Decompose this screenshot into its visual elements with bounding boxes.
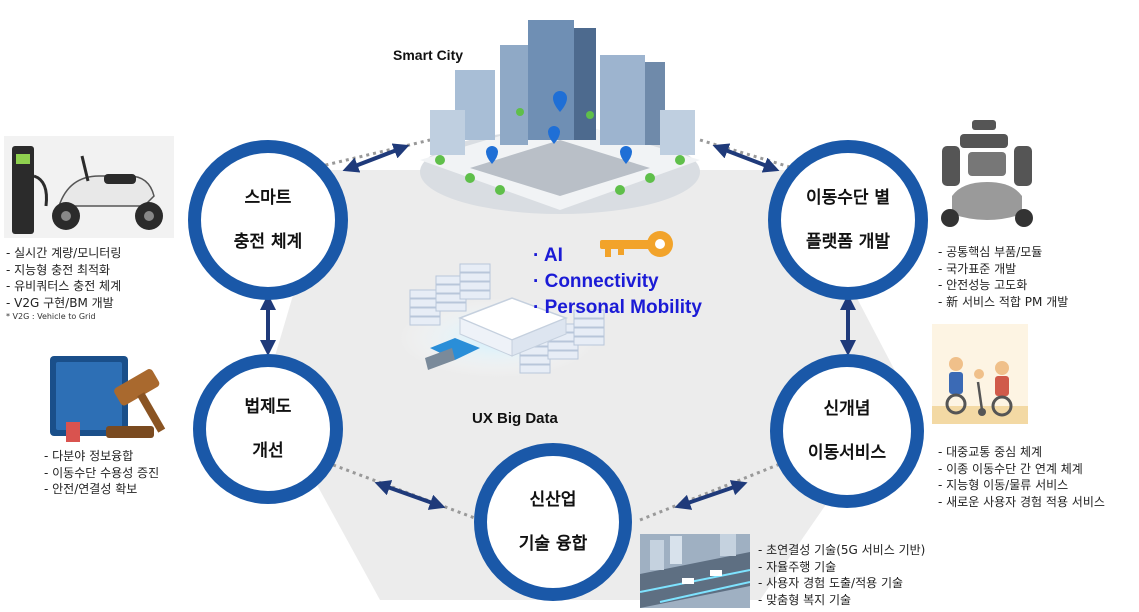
arrow-charging-city (342, 143, 410, 173)
list-item: - 대중교통 중심 체계 (938, 445, 1043, 459)
platform-list: - 공통핵심 부품/모듈 - 국가표준 개발 - 안전성능 고도화 - 新 서비… (938, 244, 1068, 310)
new-mobility-list: - 대중교통 중심 체계 - 이종 이동수단 간 연계 체계 - 지능형 이동/… (938, 444, 1105, 510)
ux-big-data-label: UX Big Data (472, 410, 558, 427)
arrow-legal-convergence (374, 480, 446, 510)
list-item: - 안전/연결성 확보 (44, 482, 138, 496)
center-item-connectivity: · Connectivity (533, 271, 659, 292)
legal-list: - 다분야 정보융합 - 이동수단 수용성 증진 - 안전/연결성 확보 (44, 448, 159, 498)
core-technology-list: · AI · Connectivity · Personal Mobility (533, 243, 702, 321)
key-icon (600, 231, 673, 257)
list-item: - 자율주행 기술 (758, 559, 837, 574)
center-item-personal-mobility: · Personal Mobility (533, 297, 702, 318)
convergence-list: - 초연결성 기술(5G 서비스 기반) - 자율주행 기술 - 사용자 경험 … (758, 542, 925, 608)
node-new-mobility: 신개념 이동서비스 (770, 354, 924, 508)
car-parts-image (932, 116, 1042, 234)
list-item: - 사용자 경험 도출/적용 기술 (758, 576, 904, 590)
smart-city-illustration (420, 20, 700, 214)
ux-big-data-illustration (398, 263, 605, 378)
smart-city-label: Smart City (393, 47, 464, 63)
node-platform: 이동수단 별 플랫폼 개발 (768, 140, 928, 300)
list-item: - 국가표준 개발 (938, 261, 1017, 276)
node-smart-charging: 스마트 충전 체계 (188, 140, 348, 300)
list-item: - 이종 이동수단 간 연계 체계 (938, 461, 1083, 476)
list-item: - 新 서비스 적합 PM 개발 (938, 294, 1069, 309)
list-item: - 새로운 사용자 경험 적용 서비스 (938, 494, 1105, 509)
list-item: - 초연결성 기술(5G 서비스 기반) (758, 543, 926, 557)
arrow-city-platform (712, 143, 780, 173)
list-item: - 다분야 정보융합 (44, 449, 134, 463)
list-item: - 실시간 계량/모니터링 (6, 246, 122, 260)
list-item: - 맞춤형 복지 기술 (758, 592, 852, 607)
list-item: - 이동수단 수용성 증진 (44, 465, 160, 480)
list-item: - 공통핵심 부품/모듈 (938, 245, 1043, 259)
ev-charger-scooter-image (4, 136, 174, 238)
list-item: - 지능형 이동/물류 서비스 (938, 478, 1069, 492)
list-item: - 지능형 충전 최적화 (6, 262, 111, 277)
node-convergence: 신산업 기술 융합 (474, 443, 632, 601)
center-item-ai: · AI (533, 245, 563, 266)
autonomous-road-image (640, 534, 750, 608)
smart-charging-list: - 실시간 계량/모니터링 - 지능형 충전 최적화 - 유비쿼터스 충전 체계… (6, 245, 121, 311)
node-legal: 법제도 개선 (193, 354, 343, 504)
list-item: - 유비쿼터스 충전 체계 (6, 279, 122, 293)
list-item: - V2G 구현/BM 개발 (6, 295, 114, 310)
arrow-convergence-mobility (674, 480, 748, 510)
list-item: - 안전성능 고도화 (938, 278, 1028, 292)
v2g-footnote: * V2G : Vehicle to Grid (6, 312, 96, 321)
gavel-book-image (50, 356, 166, 442)
mobility-users-image (932, 324, 1028, 424)
